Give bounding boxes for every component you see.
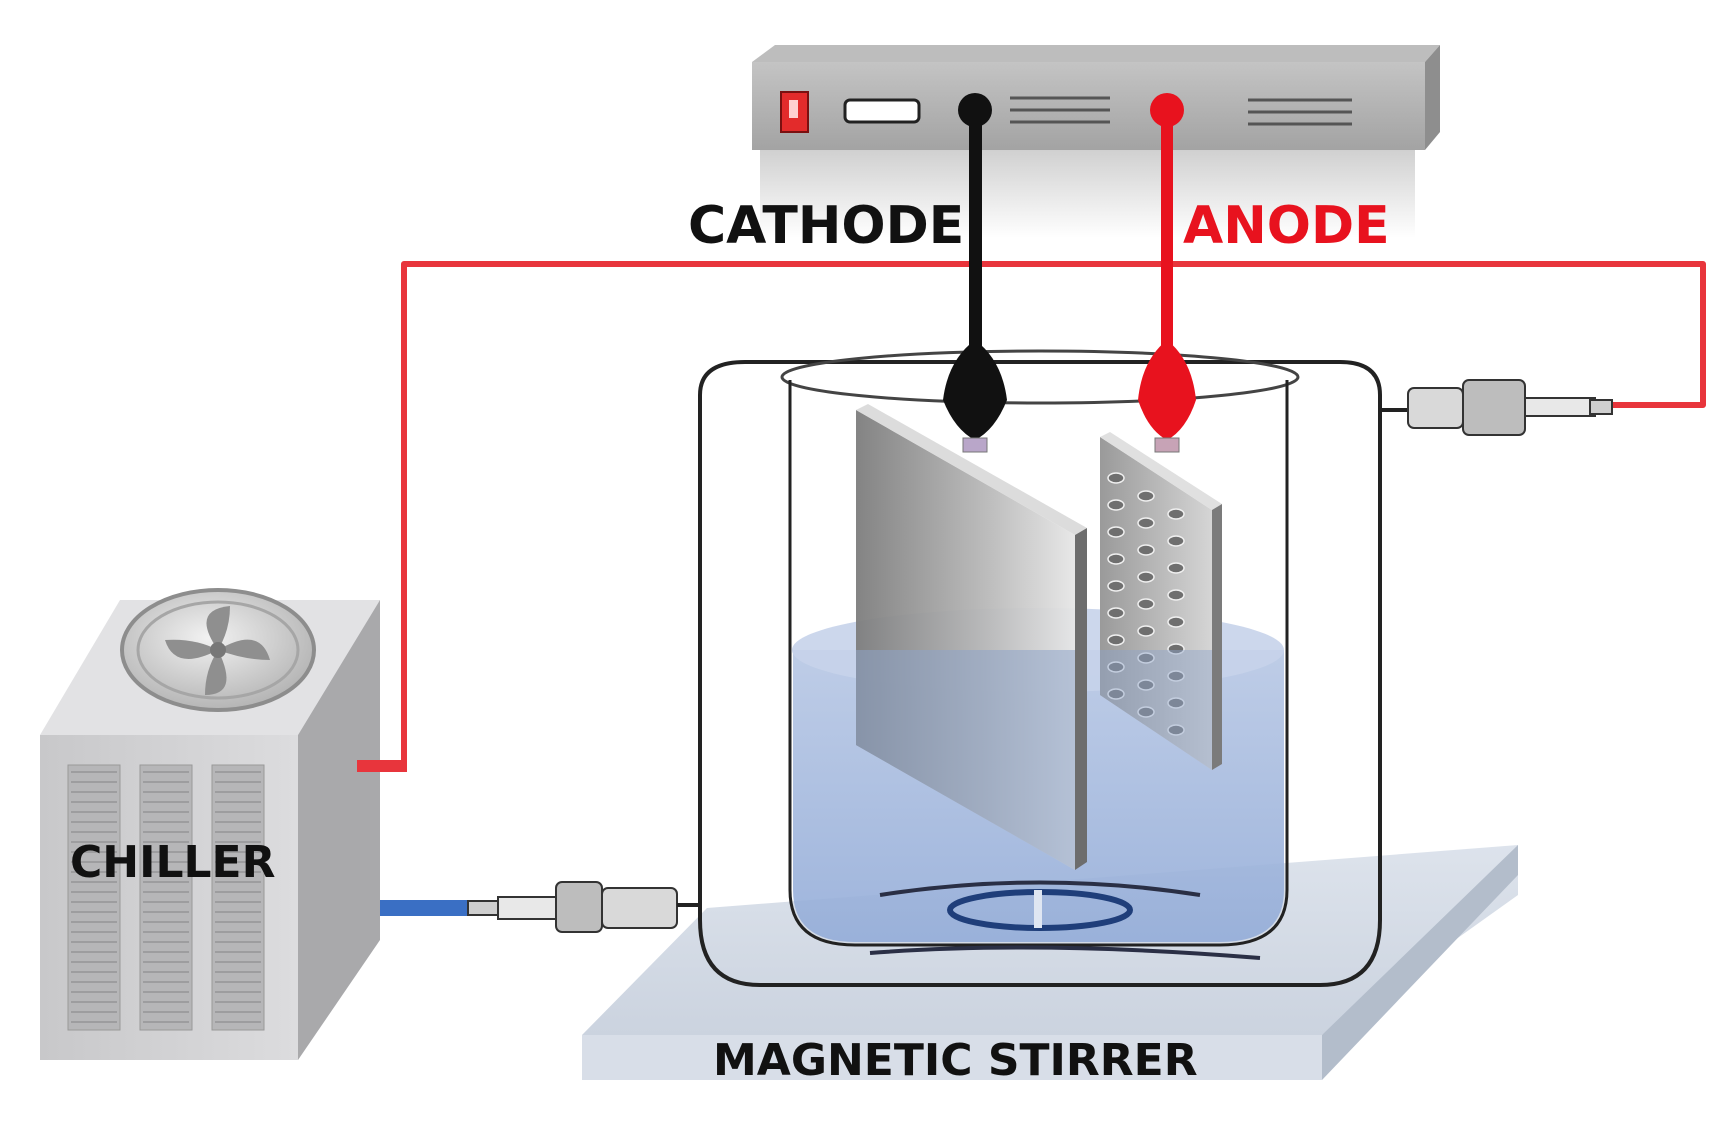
- cathode-plate: [856, 404, 1087, 870]
- anode-hole: [1107, 580, 1125, 592]
- anode-hole: [1137, 598, 1155, 610]
- anode-hole: [1167, 670, 1185, 682]
- stirrer-label: MAGNETIC STIRRER: [713, 1035, 1198, 1086]
- anode-hole: [1167, 616, 1185, 628]
- anode-perforations: [1107, 472, 1185, 736]
- anode-hole: [1107, 553, 1125, 565]
- vent-lines-right: [1248, 98, 1352, 126]
- power-supply-reflection: [760, 148, 1415, 238]
- anode-hole: [1107, 661, 1125, 673]
- chiller-label: CHILLER: [70, 837, 276, 888]
- anode-hole: [1167, 589, 1185, 601]
- power-supply: [752, 45, 1440, 238]
- anode-hole: [1167, 724, 1185, 736]
- cathode-lead: [943, 118, 1007, 453]
- beaker-inner-wall: [788, 380, 1289, 947]
- stir-bar: [869, 880, 1261, 960]
- chiller-vent-slats: [71, 771, 261, 1023]
- anode-hole: [1137, 544, 1155, 556]
- anode-hole: [1107, 607, 1125, 619]
- cathode-label: CATHODE: [688, 196, 964, 256]
- inlet-fitting: [355, 881, 700, 933]
- anode-hole: [1107, 472, 1125, 484]
- anode-hole: [1137, 490, 1155, 502]
- power-switch-icon: [780, 91, 809, 133]
- chiller-side: [298, 600, 380, 1060]
- anode-hole: [1167, 643, 1185, 655]
- beaker-rim: [780, 349, 1300, 405]
- anode-hole: [1137, 517, 1155, 529]
- anode-hole: [1107, 688, 1125, 700]
- outlet-fitting: [1380, 379, 1613, 436]
- beaker-outer-jacket: [698, 360, 1382, 987]
- anode-hole: [1137, 625, 1155, 637]
- anode-hole: [1107, 634, 1125, 646]
- anode-hole: [1107, 526, 1125, 538]
- vent-lines-left: [1010, 96, 1110, 124]
- anode-hole: [1167, 535, 1185, 547]
- chiller-hose-port: [357, 760, 407, 772]
- anode-hole: [1107, 499, 1125, 511]
- chiller: [40, 588, 407, 1060]
- anode-hole: [1167, 508, 1185, 520]
- anode-label: ANODE: [1183, 196, 1390, 256]
- anode-lead: [1138, 118, 1196, 453]
- anode-hole: [1167, 697, 1185, 709]
- fan-icon: [120, 588, 316, 712]
- power-supply-side: [1425, 45, 1440, 150]
- display-panel-icon: [843, 98, 921, 124]
- anode-hole: [1137, 652, 1155, 664]
- cathode-terminal: [958, 93, 992, 127]
- anode-terminal: [1150, 93, 1184, 127]
- stirrer-plate-front: [582, 1035, 1322, 1080]
- power-supply-top: [752, 45, 1440, 62]
- chiller-vents: [67, 764, 265, 1031]
- anode-plate: [1100, 432, 1222, 770]
- anode-hole: [1167, 562, 1185, 574]
- anode-hole: [1137, 706, 1155, 718]
- stirrer-plate-side: [1322, 845, 1518, 1080]
- anode-hole: [1137, 679, 1155, 691]
- anode-hole: [1137, 571, 1155, 583]
